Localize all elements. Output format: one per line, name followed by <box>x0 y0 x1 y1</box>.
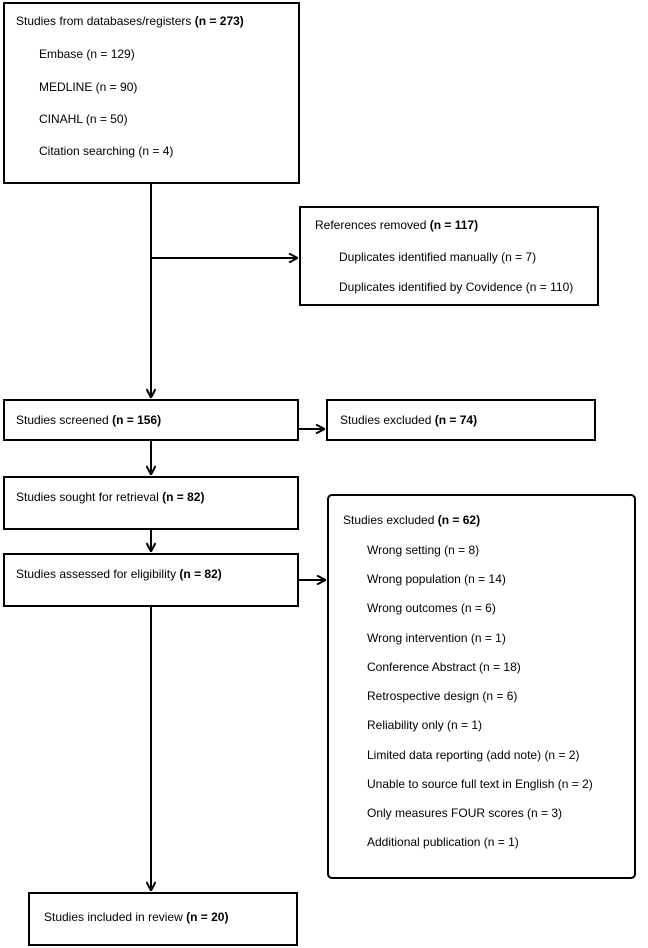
eligibility-title: Studies assessed for eligibility (n = 82… <box>16 567 222 581</box>
removed-count: (n = 117) <box>429 218 479 232</box>
source-cinahl: CINAHL (n = 50) <box>39 112 128 126</box>
source-embase: Embase (n = 129) <box>39 47 135 61</box>
source-medline: MEDLINE (n = 90) <box>39 80 138 94</box>
reason-conference-abstract: Conference Abstract (n = 18) <box>367 660 521 674</box>
identification-label: Studies from databases/registers <box>16 14 192 28</box>
reason-wrong-population: Wrong population (n = 14) <box>367 572 506 586</box>
excluded-full-text-count: (n = 62) <box>437 513 481 527</box>
retrieval-count: (n = 82) <box>162 490 205 504</box>
eligibility-count: (n = 82) <box>179 567 222 581</box>
removed-covidence: Duplicates identified by Covidence (n = … <box>339 280 574 294</box>
reason-four-scores-only: Only measures FOUR scores (n = 3) <box>367 806 563 820</box>
identification-count: (n = 273) <box>194 14 244 28</box>
identification-box: Studies from databases/registers (n = 27… <box>3 2 300 184</box>
excluded-screening-count: (n = 74) <box>434 413 478 427</box>
excluded-full-text-box: Studies excluded (n = 62) Wrong setting … <box>327 494 636 879</box>
source-citation-searching: Citation searching (n = 4) <box>39 144 174 158</box>
reason-no-english-full-text: Unable to source full text in English (n… <box>367 777 593 791</box>
reason-wrong-intervention: Wrong intervention (n = 1) <box>367 631 506 645</box>
identification-title: Studies from databases/registers (n = 27… <box>16 14 244 28</box>
removed-manual: Duplicates identified manually (n = 7) <box>339 250 537 264</box>
retrieval-title: Studies sought for retrieval (n = 82) <box>16 490 204 504</box>
excluded-full-text-label: Studies excluded <box>343 513 435 527</box>
reason-reliability-only: Reliability only (n = 1) <box>367 718 483 732</box>
reason-retrospective-design: Retrospective design (n = 6) <box>367 689 518 703</box>
excluded-screening-label: Studies excluded <box>340 413 432 427</box>
eligibility-box: Studies assessed for eligibility (n = 82… <box>3 553 299 607</box>
excluded-screening-box: Studies excluded (n = 74) <box>326 399 596 441</box>
reason-wrong-setting: Wrong setting (n = 8) <box>367 543 480 557</box>
included-title: Studies included in review (n = 20) <box>44 910 228 924</box>
included-label: Studies included in review <box>44 910 183 924</box>
screened-count: (n = 156) <box>112 413 162 427</box>
retrieval-box: Studies sought for retrieval (n = 82) <box>3 476 299 530</box>
screened-label: Studies screened <box>16 413 109 427</box>
removed-box: References removed (n = 117) Duplicates … <box>299 206 599 306</box>
removed-label: References removed <box>315 218 427 232</box>
removed-title: References removed (n = 117) <box>315 218 478 232</box>
reason-additional-publication: Additional publication (n = 1) <box>367 835 519 849</box>
reason-wrong-outcomes: Wrong outcomes (n = 6) <box>367 601 496 615</box>
eligibility-label: Studies assessed for eligibility <box>16 567 177 581</box>
screened-title: Studies screened (n = 156) <box>16 413 161 427</box>
included-box: Studies included in review (n = 20) <box>28 892 298 946</box>
retrieval-label: Studies sought for retrieval <box>16 490 159 504</box>
excluded-screening-title: Studies excluded (n = 74) <box>340 413 477 427</box>
screened-box: Studies screened (n = 156) <box>3 399 299 441</box>
included-count: (n = 20) <box>186 910 229 924</box>
excluded-full-text-title: Studies excluded (n = 62) <box>343 513 480 527</box>
reason-limited-data-reporting: Limited data reporting (add note) (n = 2… <box>367 748 580 762</box>
